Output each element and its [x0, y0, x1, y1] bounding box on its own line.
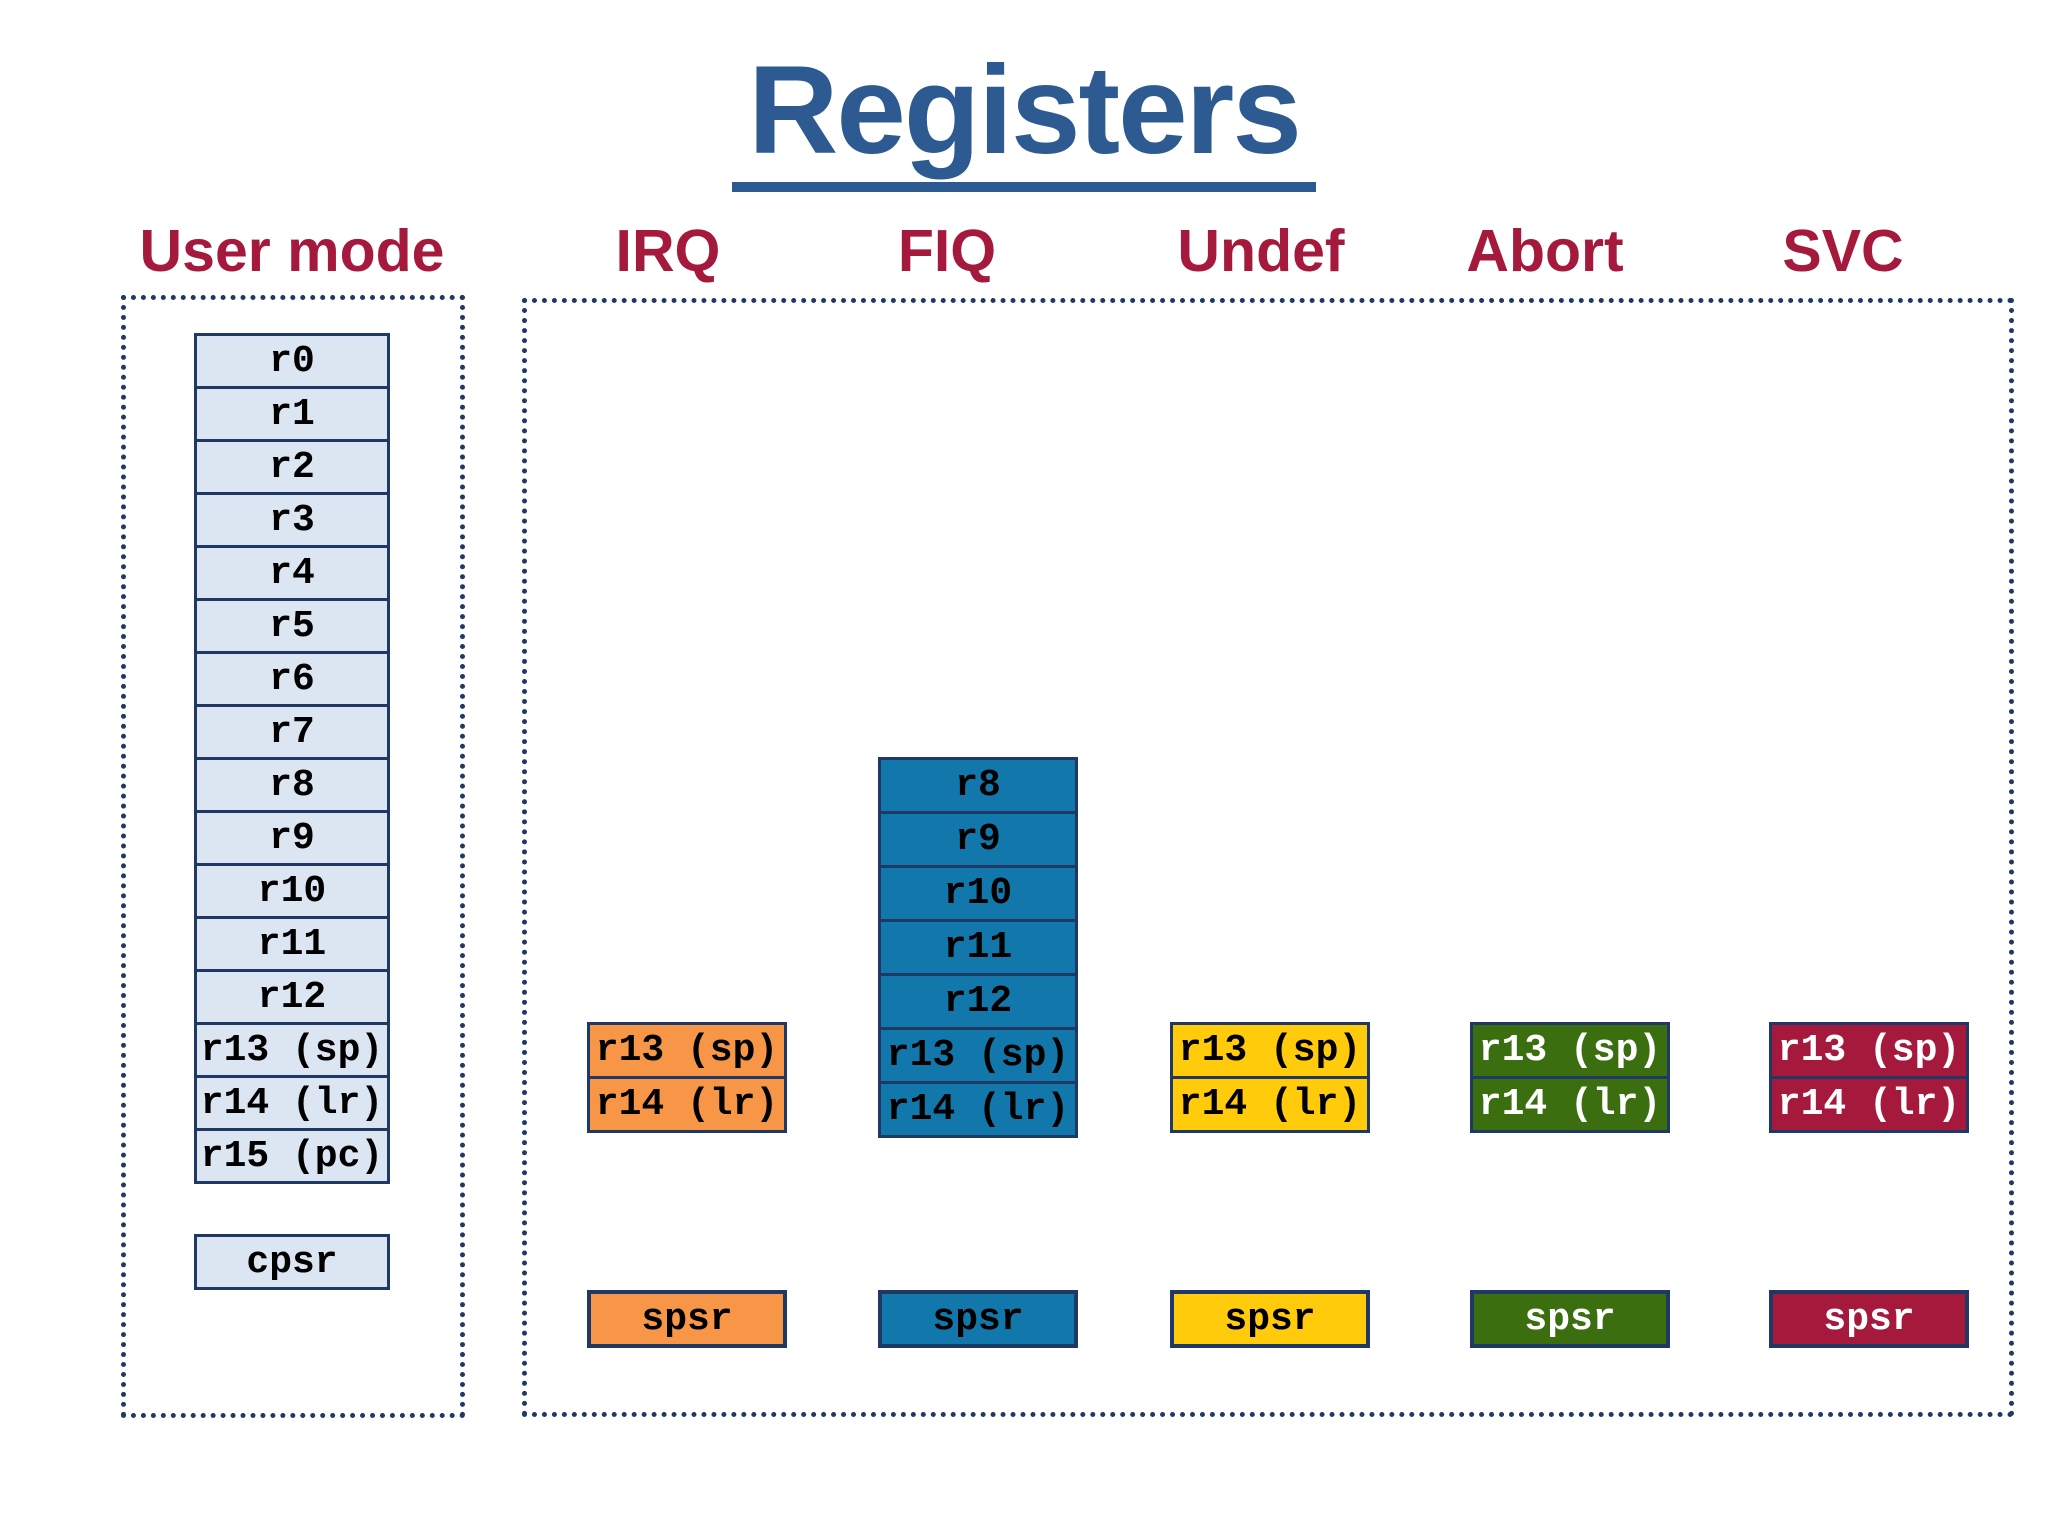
user-register-cell: r3	[194, 492, 390, 548]
fiq-register-cell: r14 (lr)	[878, 1081, 1078, 1138]
abort-register-cell: r14 (lr)	[1470, 1076, 1670, 1133]
fiq-register-cell: r13 (sp)	[878, 1027, 1078, 1084]
undef-register-cell: r14 (lr)	[1170, 1076, 1370, 1133]
user-register-cell: r10	[194, 863, 390, 919]
irq-register-stack: r13 (sp)r14 (lr)	[587, 1022, 787, 1133]
fiq-register-cell: r10	[878, 865, 1078, 922]
user-register-cell: r1	[194, 386, 390, 442]
irq-spsr-cell: spsr	[587, 1290, 787, 1348]
fiq-register-cell: r12	[878, 973, 1078, 1030]
mode-header-irq: IRQ	[615, 218, 721, 284]
user-register-cell: r12	[194, 969, 390, 1025]
undef-register-cell: r13 (sp)	[1170, 1022, 1370, 1079]
title-wrap: Registers	[0, 42, 2048, 192]
svc-register-stack: r13 (sp)r14 (lr)	[1769, 1022, 1969, 1133]
user-register-cell: r7	[194, 704, 390, 760]
abort-register-cell: r13 (sp)	[1470, 1022, 1670, 1079]
user-register-cell: r2	[194, 439, 390, 495]
user-register-cell: r8	[194, 757, 390, 813]
fiq-register-cell: r8	[878, 757, 1078, 814]
fiq-register-cell: r9	[878, 811, 1078, 868]
user-register-cell: r6	[194, 651, 390, 707]
mode-header-undef: Undef	[1177, 218, 1345, 284]
undef-spsr-cell: spsr	[1170, 1290, 1370, 1348]
cpsr-cell: cpsr	[194, 1234, 390, 1290]
mode-header-svc: SVC	[1782, 218, 1904, 284]
svc-register-cell: r13 (sp)	[1769, 1022, 1969, 1079]
irq-register-cell: r13 (sp)	[587, 1022, 787, 1079]
svc-spsr-cell: spsr	[1769, 1290, 1969, 1348]
abort-spsr-cell: spsr	[1470, 1290, 1670, 1348]
undef-register-stack: r13 (sp)r14 (lr)	[1170, 1022, 1370, 1133]
user-register-cell: r0	[194, 333, 390, 389]
page-title: Registers	[732, 42, 1316, 192]
abort-register-stack: r13 (sp)r14 (lr)	[1470, 1022, 1670, 1133]
banked-modes-box	[522, 298, 2014, 1417]
user-register-cell: r14 (lr)	[194, 1075, 390, 1131]
user-register-cell: r4	[194, 545, 390, 601]
user-register-cell: r15 (pc)	[194, 1128, 390, 1184]
user-register-cell: r5	[194, 598, 390, 654]
mode-header-fiq: FIQ	[897, 218, 997, 284]
mode-header-abort: Abort	[1466, 218, 1624, 284]
user-register-cell: r11	[194, 916, 390, 972]
svc-register-cell: r14 (lr)	[1769, 1076, 1969, 1133]
user-register-cell: r9	[194, 810, 390, 866]
fiq-spsr-cell: spsr	[878, 1290, 1078, 1348]
fiq-register-cell: r11	[878, 919, 1078, 976]
irq-register-cell: r14 (lr)	[587, 1076, 787, 1133]
user-mode-header: User mode	[139, 218, 445, 284]
user-register-cell: r13 (sp)	[194, 1022, 390, 1078]
